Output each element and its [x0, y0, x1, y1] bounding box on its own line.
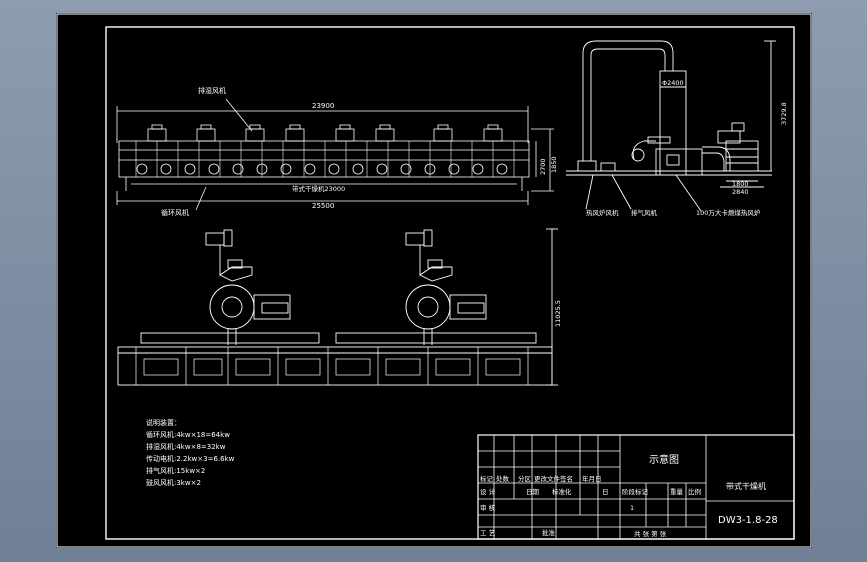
tb-row-design: 设 计	[480, 487, 496, 496]
note-line: 鼓风风机:3kw×2	[146, 478, 201, 487]
inner-frame	[105, 26, 795, 540]
dim-height-a: 2700	[539, 158, 547, 175]
tb-row-approve: 批准	[542, 528, 556, 537]
dim-total-height: 3729.8	[780, 102, 788, 125]
tb-stage-value: 1	[630, 504, 634, 512]
dim-front-height: 11025.5	[554, 300, 562, 327]
tb-header-cell: 处数	[496, 474, 510, 483]
tb-product-name: 带式干燥机	[726, 481, 766, 491]
front-view	[117, 228, 558, 386]
label-exhaust-fan: 排气风机	[631, 208, 658, 217]
cad-drawing: 排湿风机 23900 带式干燥机23000 25500 循环风机 2700 18…	[56, 13, 812, 548]
tb-weight: 重量	[670, 488, 684, 496]
dim-overall-bottom: 25500	[312, 202, 334, 210]
tb-header-cell: 更改文件	[534, 474, 561, 483]
outer-frame	[56, 13, 812, 548]
dim-width-a: 1800	[732, 180, 749, 188]
tb-row-process: 工 艺	[480, 529, 496, 537]
title-block	[477, 434, 795, 540]
dim-overall-top: 23900	[312, 102, 334, 110]
tb-header-cell: 分区	[518, 474, 532, 483]
tb-row-design-day: 日	[602, 488, 609, 496]
tb-row-design-date-label: 日期	[526, 488, 540, 496]
front-unit-2	[405, 229, 487, 345]
tb-header-cell: 签名	[560, 474, 573, 483]
drawing-sheet: 排湿风机 23900 带式干燥机23000 25500 循环风机 2700 18…	[56, 13, 812, 548]
tb-stage-mark: 阶段标记	[622, 487, 649, 496]
label-exhaust-fans: 排湿风机	[198, 86, 226, 95]
exhaust-fans-row	[147, 124, 503, 142]
tb-header-cell: 年月日	[582, 474, 602, 483]
tb-row-design-std: 标准化	[552, 487, 572, 496]
tb-row-review: 审 核	[480, 503, 496, 512]
note-line: 循环风机:4kw×18=64kw	[146, 430, 230, 439]
tb-sheets: 共 张 第 张	[634, 529, 667, 538]
dim-pipe-diameter: Φ2400	[662, 79, 684, 87]
note-line: 传动电机:2.2kw×3=6.6kw	[146, 454, 235, 463]
tb-scale: 比例	[688, 487, 701, 496]
dim-height-b: 1850	[550, 156, 558, 173]
notes-title: 说明装置：	[146, 418, 181, 427]
tb-drawing-number: DW3-1.8-28	[718, 515, 778, 526]
dim-width-b: 2840	[732, 188, 749, 196]
tb-center-title: 示意图	[649, 453, 679, 466]
tb-header-cell: 标记	[480, 474, 494, 483]
label-coal-furnace: 100万大卡燃煤热风炉	[696, 208, 761, 217]
note-line: 排湿风机:4kw×8=32kw	[146, 442, 226, 451]
top-view	[116, 98, 554, 211]
label-circulation-fans: 循环风机	[161, 208, 189, 217]
note-line: 排气风机:15kw×2	[146, 466, 205, 475]
label-dryer-length: 带式干燥机23000	[292, 184, 345, 193]
circulation-fans-row	[136, 163, 508, 175]
title-block-text: 标记 处数 分区 更改文件 签名 年月日 设 计 日期 标准化 日 审 核 工 …	[480, 453, 778, 538]
front-unit-1	[205, 229, 291, 345]
side-view	[566, 40, 776, 212]
label-hot-air-fan: 热风炉风机	[586, 208, 619, 217]
notes-block: 说明装置： 循环风机:4kw×18=64kw 排湿风机:4kw×8=32kw 传…	[146, 418, 235, 487]
